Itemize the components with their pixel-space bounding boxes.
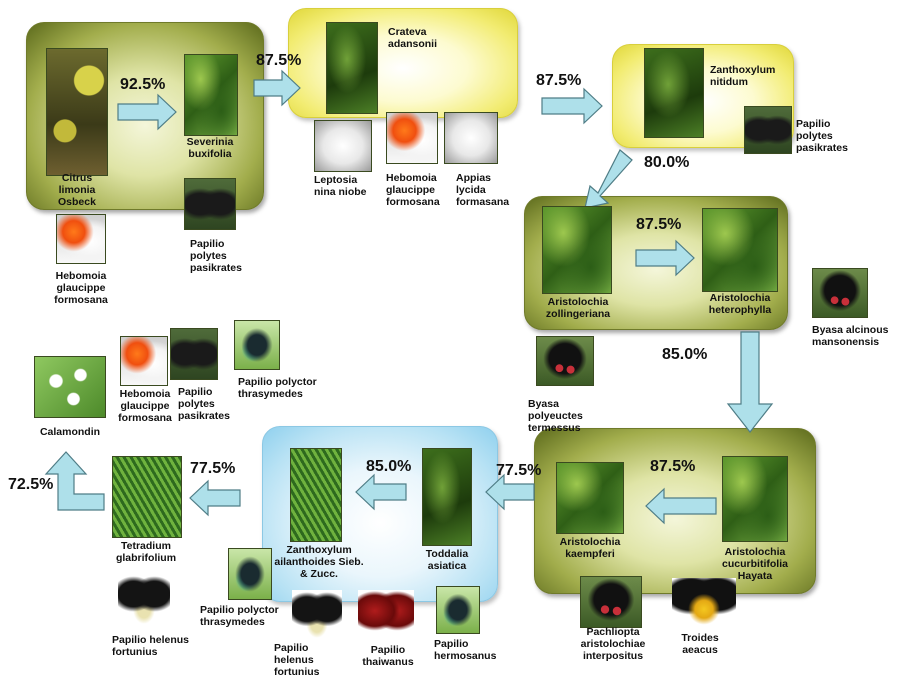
plant-label: Zanthoxylum nitidum xyxy=(710,64,786,88)
butterfly-label: Hebomoia glaucippe formosana xyxy=(44,270,118,306)
arrow-crateva-to-zanthoxylum xyxy=(542,89,602,123)
butterfly-label: Hebomoia glaucippe formosana xyxy=(112,388,178,424)
butterfly-label: Papilio polytes pasikrates xyxy=(796,118,866,154)
plant-label: Aristolochia zollingeriana xyxy=(536,296,620,320)
butterfly-photo-troides xyxy=(672,578,736,626)
butterfly-photo-byasa-alcinous xyxy=(812,268,868,318)
plant-label: Toddalia asiatica xyxy=(414,548,480,572)
butterfly-photo-hebomoia xyxy=(386,112,438,164)
butterfly-label: Papilio thaiwanus xyxy=(350,644,426,668)
butterfly-label: Papilio polytes pasikrates xyxy=(190,238,258,274)
butterfly-label: Leptosia nina niobe xyxy=(314,174,374,198)
butterfly-photo-papilio-polytes xyxy=(744,106,792,154)
plant-photo-aristolochia-cucurbitifolia xyxy=(722,456,788,542)
butterfly-label: Papilio polytes pasikrates xyxy=(178,386,242,422)
butterfly-photo-leptosia xyxy=(314,120,372,172)
plant-photo-aristolochia-heterophylla xyxy=(702,208,778,292)
plant-label: Crateva adansonii xyxy=(388,26,468,50)
arrow-cucurbitifolia-to-kaempferi xyxy=(646,489,716,523)
butterfly-photo-papilio-helenus xyxy=(118,574,170,624)
butterfly-label: Papilio helenus fortunius xyxy=(112,634,190,658)
plant-photo-calamondin xyxy=(34,356,106,418)
percentage-label: 77.5% xyxy=(496,462,541,480)
plant-label: Citrus limonia Osbeck xyxy=(44,172,110,208)
plant-photo-crateva xyxy=(326,22,378,114)
butterfly-photo-appias xyxy=(444,112,498,164)
butterfly-photo-papilio-hermosanus xyxy=(436,586,480,634)
butterfly-label: Papilio hermosanus xyxy=(434,638,514,662)
percentage-label: 87.5% xyxy=(536,72,581,90)
butterfly-label: Pachliopta aristolochiae interpositus xyxy=(574,626,652,662)
butterfly-photo-papilio-thaiwanus xyxy=(358,590,414,642)
percentage-label: 87.5% xyxy=(636,216,681,234)
percentage-label: 85.0% xyxy=(366,458,411,476)
butterfly-photo-papilio-polyctor xyxy=(234,320,280,370)
plant-photo-toddalia xyxy=(422,448,472,546)
percentage-label: 77.5% xyxy=(190,460,235,478)
butterfly-photo-byasa-polyeuctes xyxy=(536,336,594,386)
butterfly-label: Troides aeacus xyxy=(670,632,730,656)
butterfly-photo-papilio-polyctor xyxy=(228,548,272,600)
butterfly-photo-papilio-helenus xyxy=(292,590,342,638)
plant-label: Aristolochia kaempferi xyxy=(552,536,628,560)
butterfly-label: Hebomoia glaucippe formosana xyxy=(386,172,448,208)
butterfly-label: Byasa alcinous mansonensis xyxy=(812,324,894,348)
arrow-tetradium-to-calamondin xyxy=(46,452,104,510)
plant-label: Aristolochia heterophylla xyxy=(694,292,786,316)
butterfly-photo-hebomoia xyxy=(56,214,106,264)
arrow-severinia-to-crateva xyxy=(254,71,300,105)
percentage-label: 87.5% xyxy=(650,458,695,476)
plant-photo-aristolochia-kaempferi xyxy=(556,462,624,534)
plant-photo-citrus xyxy=(46,48,108,176)
plant-label: Severinia buxifolia xyxy=(176,136,244,160)
butterfly-label: Byasa polyeuctes termessus xyxy=(528,398,616,434)
arrow-zanthoxylum-to-tetradium xyxy=(190,481,240,515)
plant-photo-zanthoxylum-ailanthoides xyxy=(290,448,342,542)
arrow-zanthoxylum-to-aristolochia xyxy=(585,150,632,208)
percentage-label: 92.5% xyxy=(120,76,165,94)
butterfly-photo-pachliopta xyxy=(580,576,642,628)
percentage-label: 80.0% xyxy=(644,154,689,172)
plant-label: Zanthoxylum ailanthoides Sieb. & Zucc. xyxy=(272,544,366,580)
plant-label: Calamondin xyxy=(30,426,110,438)
butterfly-photo-papilio-polytes xyxy=(170,328,218,380)
plant-photo-tetradium xyxy=(112,456,182,538)
arrow-heterophylla-to-cucurbitifolia xyxy=(728,332,772,432)
arrow-zollingeriana-to-heterophylla xyxy=(636,241,694,275)
percentage-label: 72.5% xyxy=(8,476,53,494)
butterfly-photo-papilio-polytes xyxy=(184,178,236,230)
plant-photo-severinia xyxy=(184,54,238,136)
plant-label: Tetradium glabrifolium xyxy=(108,540,184,564)
arrow-toddalia-to-zanthoxylum xyxy=(356,475,406,509)
plant-label: Aristolochia cucurbitifolia Hayata xyxy=(712,546,798,582)
arrow-kaempferi-to-toddalia xyxy=(486,475,534,509)
butterfly-label: Papilio polyctor thrasymedes xyxy=(200,604,284,628)
butterfly-photo-hebomoia xyxy=(120,336,168,386)
arrow-citrus-to-severinia xyxy=(118,95,176,129)
percentage-label: 85.0% xyxy=(662,346,707,364)
plant-photo-aristolochia-zollingeriana xyxy=(542,206,612,294)
butterfly-label: Appias lycida formasana xyxy=(456,172,520,208)
percentage-label: 87.5% xyxy=(256,52,301,70)
plant-photo-zanthoxylum-nitidum xyxy=(644,48,704,138)
butterfly-label: Papilio polyctor thrasymedes xyxy=(238,376,328,400)
